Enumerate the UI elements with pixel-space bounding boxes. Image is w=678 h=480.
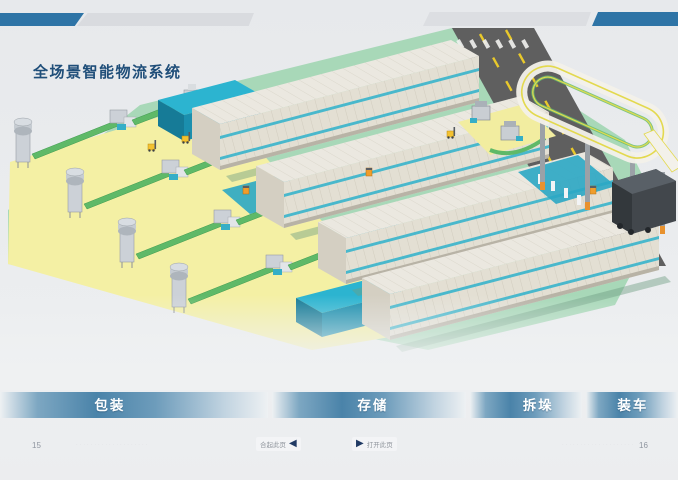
truck-loading-ramp bbox=[643, 129, 678, 173]
header-gray-bar-left bbox=[77, 13, 254, 26]
page-title: 全场景智能物流系统 bbox=[33, 64, 182, 81]
stage-band-loading: 装车 bbox=[586, 392, 678, 418]
stage-label: 存储 bbox=[357, 398, 389, 414]
depalletizer-cell-2 bbox=[500, 121, 523, 141]
header-gray-bar-right bbox=[423, 12, 591, 26]
page-number-left: 15 bbox=[32, 441, 41, 450]
arrow-left-icon: ◀ bbox=[289, 438, 297, 449]
page-number-right: 16 bbox=[639, 441, 648, 450]
watermark-right: ···················· bbox=[562, 442, 636, 448]
depalletizer-cell-1 bbox=[470, 101, 491, 123]
logistics-park-illustration bbox=[0, 28, 678, 390]
header-blue-bar-left bbox=[0, 13, 84, 26]
stage-label: 拆垛 bbox=[522, 398, 554, 414]
truck bbox=[612, 169, 676, 235]
prev-page-button[interactable]: 合起此页 ◀ bbox=[256, 437, 301, 451]
next-page-button[interactable]: ▶ 打开此页 bbox=[352, 437, 397, 451]
stage-label: 装车 bbox=[617, 398, 649, 414]
stage-label: 包装 bbox=[94, 398, 126, 414]
floor-reflection-fade bbox=[0, 295, 678, 390]
arrow-right-icon: ▶ bbox=[356, 438, 364, 449]
stage-band-packing: 包装 bbox=[0, 392, 268, 418]
prev-page-label: 合起此页 bbox=[260, 442, 286, 449]
stage-band-storage: 存储 bbox=[272, 392, 466, 418]
next-page-label: 打开此页 bbox=[366, 442, 393, 449]
watermark-left: ···················· bbox=[76, 442, 150, 448]
stage-band-depalletizing: 拆垛 bbox=[470, 392, 582, 418]
header-blue-bar-right bbox=[592, 12, 678, 26]
